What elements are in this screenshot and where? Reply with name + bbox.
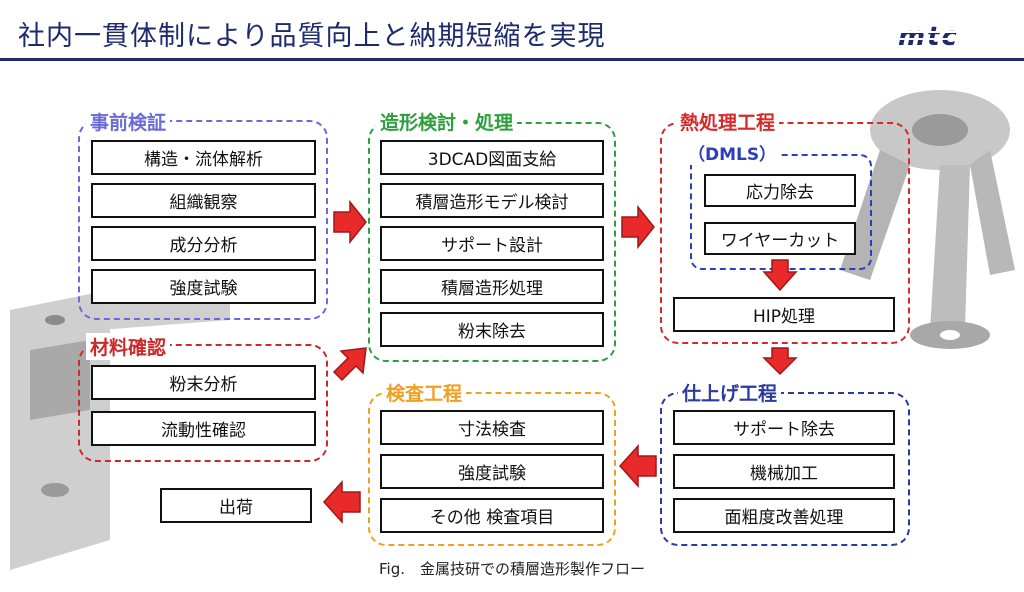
step-other-inspection: その他 検査項目 bbox=[380, 498, 604, 533]
arrow-down-icon bbox=[762, 259, 798, 292]
step-shipping: 出荷 bbox=[160, 488, 312, 523]
arrow-right-icon bbox=[621, 205, 655, 249]
group-label-dmls: （DMLS） bbox=[684, 140, 781, 165]
group-label-material-check: 材料確認 bbox=[86, 333, 171, 360]
arrow-down-icon bbox=[762, 347, 798, 376]
mtc-logo: mtc bbox=[896, 22, 1006, 50]
metal-part-image-right bbox=[840, 90, 1015, 349]
arrow-left-icon bbox=[618, 444, 657, 488]
group-label-heat-treatment: 熱処理工程 bbox=[676, 108, 780, 135]
step-powder-removal: 粉末除去 bbox=[380, 312, 604, 347]
group-finishing bbox=[660, 392, 910, 546]
arrow-left-icon bbox=[322, 480, 361, 524]
group-material-check bbox=[78, 344, 328, 462]
step-powder-analysis: 粉末分析 bbox=[91, 365, 316, 400]
group-inspection bbox=[368, 392, 616, 546]
step-am-processing: 積層造形処理 bbox=[380, 269, 604, 304]
group-label-forming: 造形検討・処理 bbox=[376, 108, 518, 135]
step-support-design: サポート設計 bbox=[380, 226, 604, 261]
step-microstructure-observation: 組織観察 bbox=[91, 183, 316, 218]
svg-text:mtc: mtc bbox=[898, 22, 959, 50]
step-am-model-review: 積層造形モデル検討 bbox=[380, 183, 604, 218]
page-title: 社内一貫体制により品質向上と納期短縮を実現 bbox=[18, 21, 606, 52]
step-structure-fluid-analysis: 構造・流体解析 bbox=[91, 140, 316, 175]
step-dimension-inspection: 寸法検査 bbox=[380, 410, 604, 445]
group-label-finishing: 仕上げ工程 bbox=[678, 379, 782, 406]
step-support-removal: サポート除去 bbox=[673, 410, 895, 445]
step-machining: 機械加工 bbox=[673, 454, 895, 489]
step-hip-treatment: HIP処理 bbox=[673, 297, 895, 332]
step-3dcad-drawing: 3DCAD図面支給 bbox=[380, 140, 604, 175]
step-stress-relief: 応力除去 bbox=[704, 174, 856, 207]
step-strength-test-inspection: 強度試験 bbox=[380, 454, 604, 489]
step-wire-cut: ワイヤーカット bbox=[704, 222, 856, 255]
step-flowability-check: 流動性確認 bbox=[91, 411, 316, 446]
group-label-inspection: 検査工程 bbox=[382, 379, 467, 406]
step-strength-test-pre: 強度試験 bbox=[91, 269, 316, 304]
title-underline bbox=[0, 58, 1024, 61]
arrow-up-right-icon bbox=[332, 347, 367, 382]
group-pre-verification bbox=[78, 120, 328, 320]
arrow-right-icon bbox=[333, 200, 367, 244]
step-composition-analysis: 成分分析 bbox=[91, 226, 316, 261]
step-surface-roughness-improvement: 面粗度改善処理 bbox=[673, 498, 895, 533]
group-label-pre-verification: 事前検証 bbox=[86, 108, 171, 135]
group-heat-treatment bbox=[660, 122, 910, 344]
figure-caption: Fig. 金属技研での積層造形製作フロー bbox=[379, 560, 645, 578]
